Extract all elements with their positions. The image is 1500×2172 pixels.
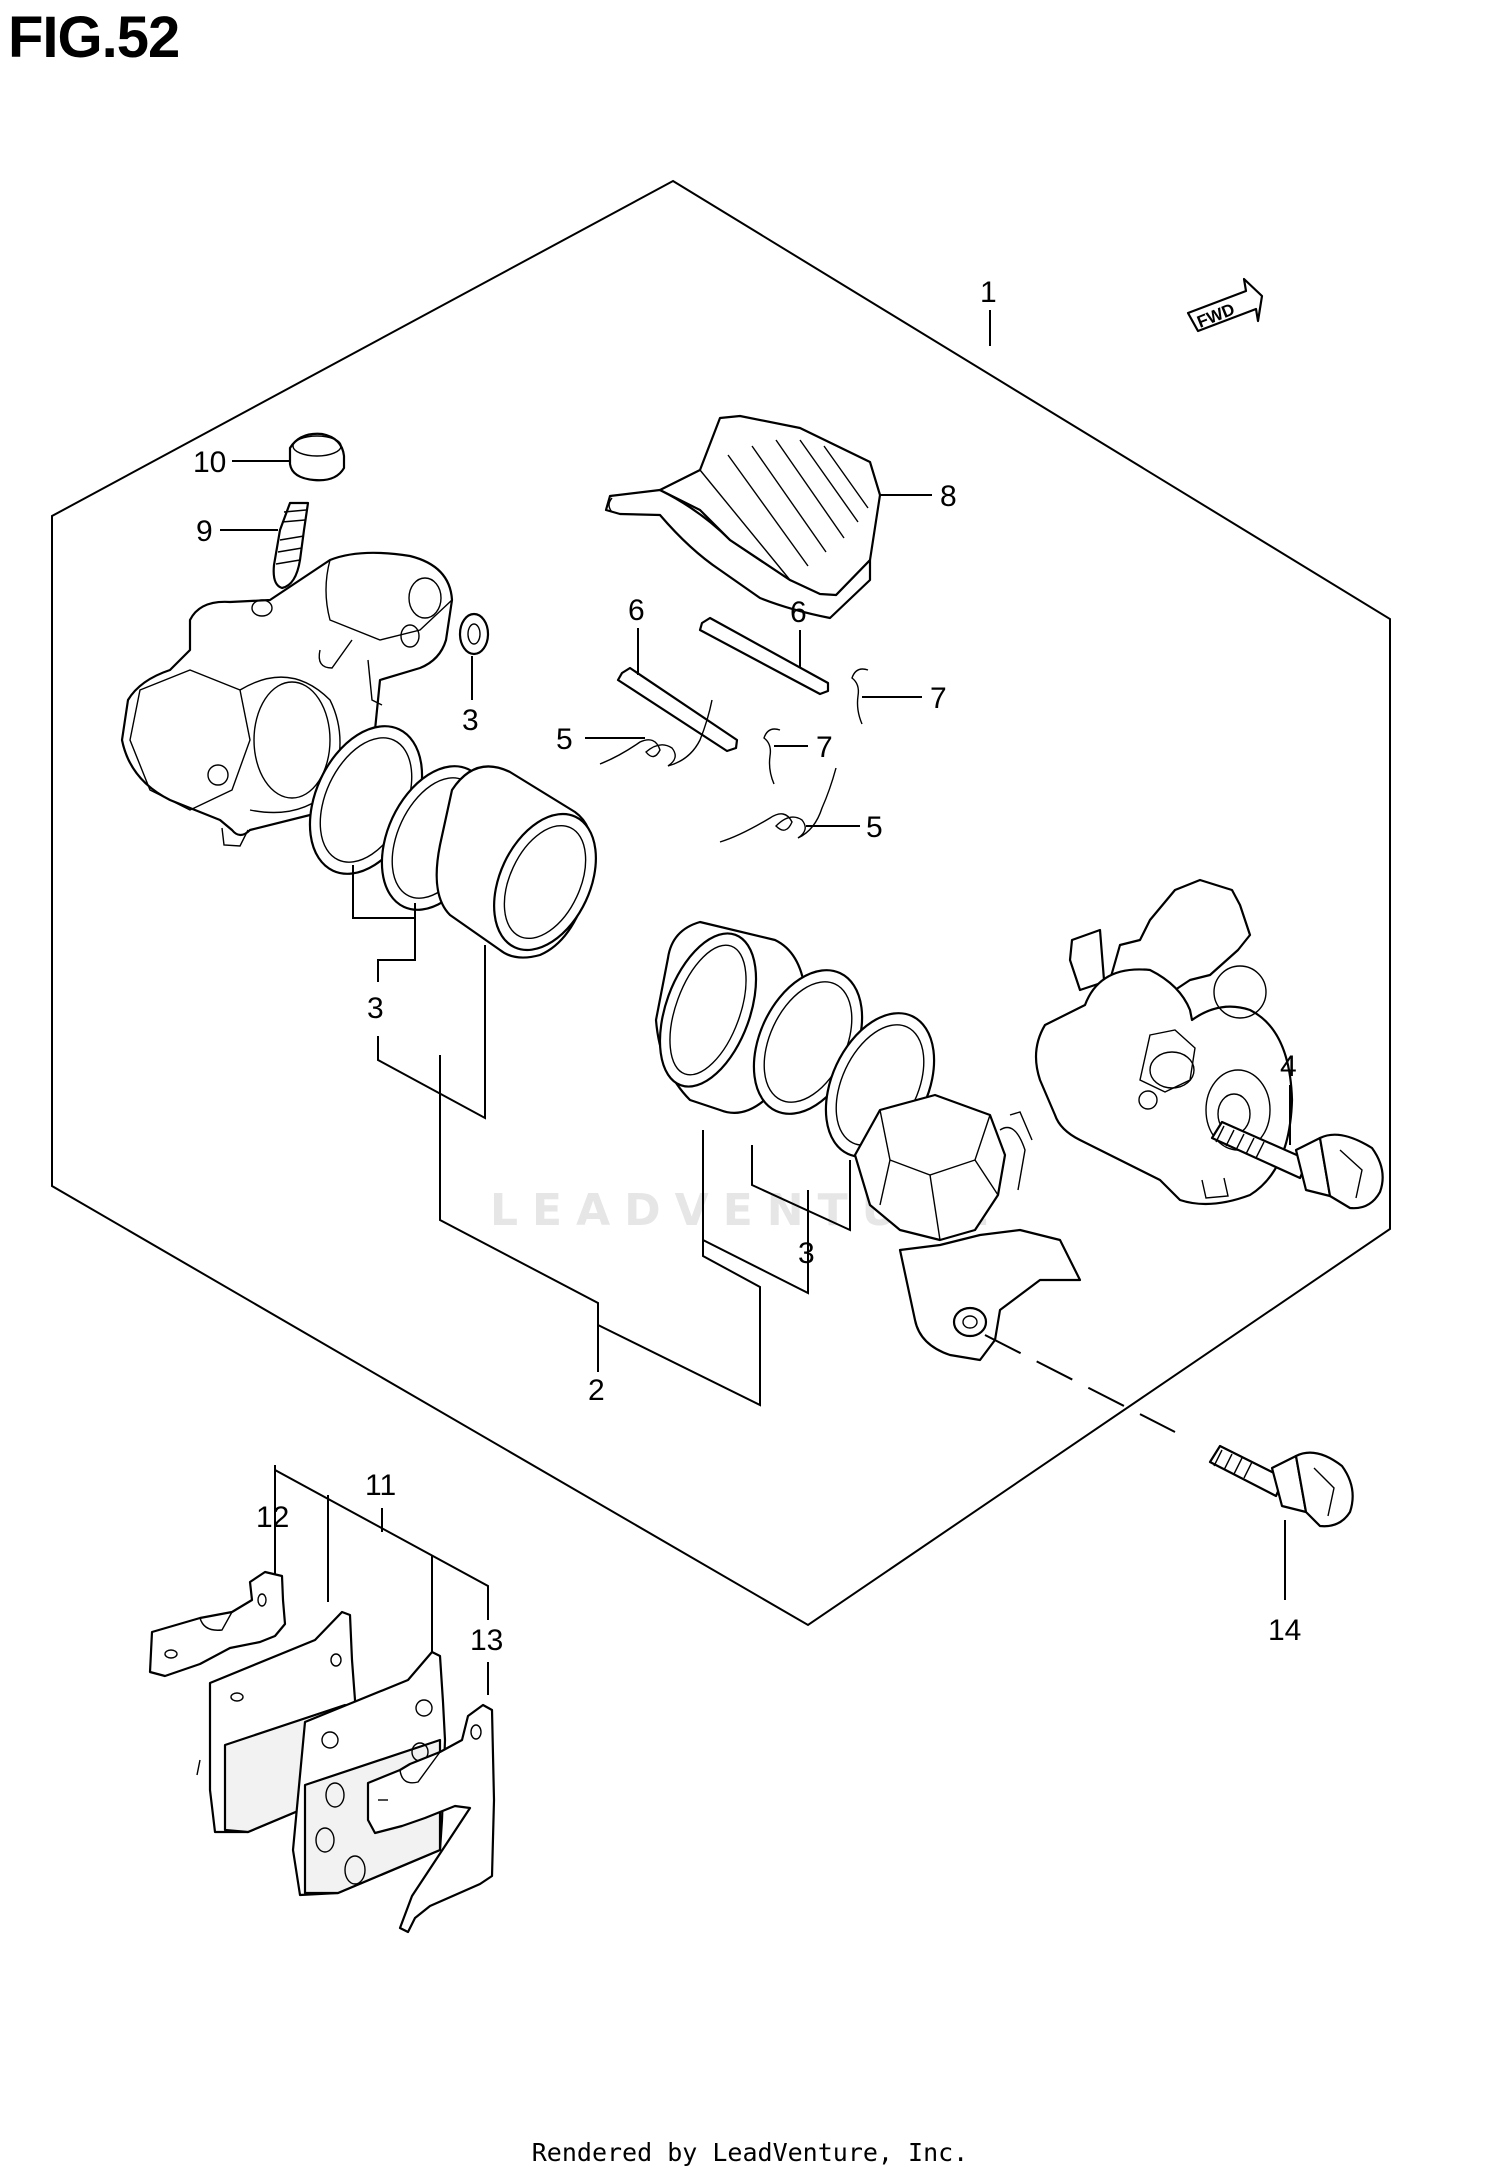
footer-credit: Rendered by LeadVenture, Inc. [531, 2138, 969, 2167]
callout-6-left: 6 [628, 594, 645, 627]
callout-2: 2 [588, 1374, 605, 1407]
fwd-label: FWD [1194, 300, 1237, 332]
leader-3-left-b [377, 903, 416, 982]
part-5-pad-spring-clip-lower [719, 767, 837, 843]
part-10-bleeder-cap [288, 432, 346, 482]
bracket-3-right-a [702, 1130, 809, 1295]
assembly-outline [51, 179, 1391, 1627]
bracket-2-left [439, 1055, 599, 1372]
part-6-pad-pin-left [616, 666, 739, 753]
callout-4: 4 [1280, 1050, 1297, 1083]
callout-5-lower: 5 [866, 811, 883, 844]
part-14-caliper-mount-bolt [1208, 1444, 1354, 1528]
callout-3-right: 3 [798, 1237, 815, 1270]
part-3-washer-top [458, 612, 490, 656]
part-7-pin-clip-right [851, 668, 869, 725]
figure-title: FIG.52 [8, 5, 180, 70]
callout-9: 9 [196, 515, 213, 548]
callout-5-upper: 5 [556, 723, 573, 756]
callout-3-washer: 3 [462, 704, 479, 737]
callout-11: 11 [365, 1469, 396, 1502]
part-13-pad-shim-outer [366, 1703, 496, 1934]
callout-7-left: 7 [816, 731, 833, 764]
callout-13: 13 [470, 1624, 503, 1657]
callout-8: 8 [940, 480, 957, 513]
leader-3-left-a [352, 865, 415, 919]
part-9-bleeder-valve [272, 501, 310, 590]
callout-7-right: 7 [930, 682, 947, 715]
callout-12: 12 [256, 1501, 289, 1534]
part-7-pin-clip-left [763, 728, 781, 785]
part-caliper-half-right [853, 878, 1294, 1362]
callout-6-right: 6 [790, 596, 807, 629]
part-5-pad-spring-clip-upper [599, 699, 713, 767]
callout-14: 14 [1268, 1614, 1301, 1647]
part-4-caliper-bolt [1210, 1120, 1384, 1210]
callout-10: 10 [193, 446, 226, 479]
part-6-pad-pin-right [698, 616, 830, 696]
part-12-pad-shim [148, 1570, 287, 1678]
part-2-piston-left [435, 765, 597, 959]
part-8-pad-spring [604, 414, 882, 620]
bolt-14-centerline [984, 1334, 1176, 1433]
callout-1: 1 [980, 276, 997, 309]
fwd-arrow-icon: FWD [1186, 277, 1264, 333]
callout-3-left: 3 [367, 992, 384, 1025]
bracket-3-right-b [751, 1145, 851, 1232]
bracket-2-right [597, 1225, 761, 1407]
bracket-3-left [377, 945, 486, 1120]
